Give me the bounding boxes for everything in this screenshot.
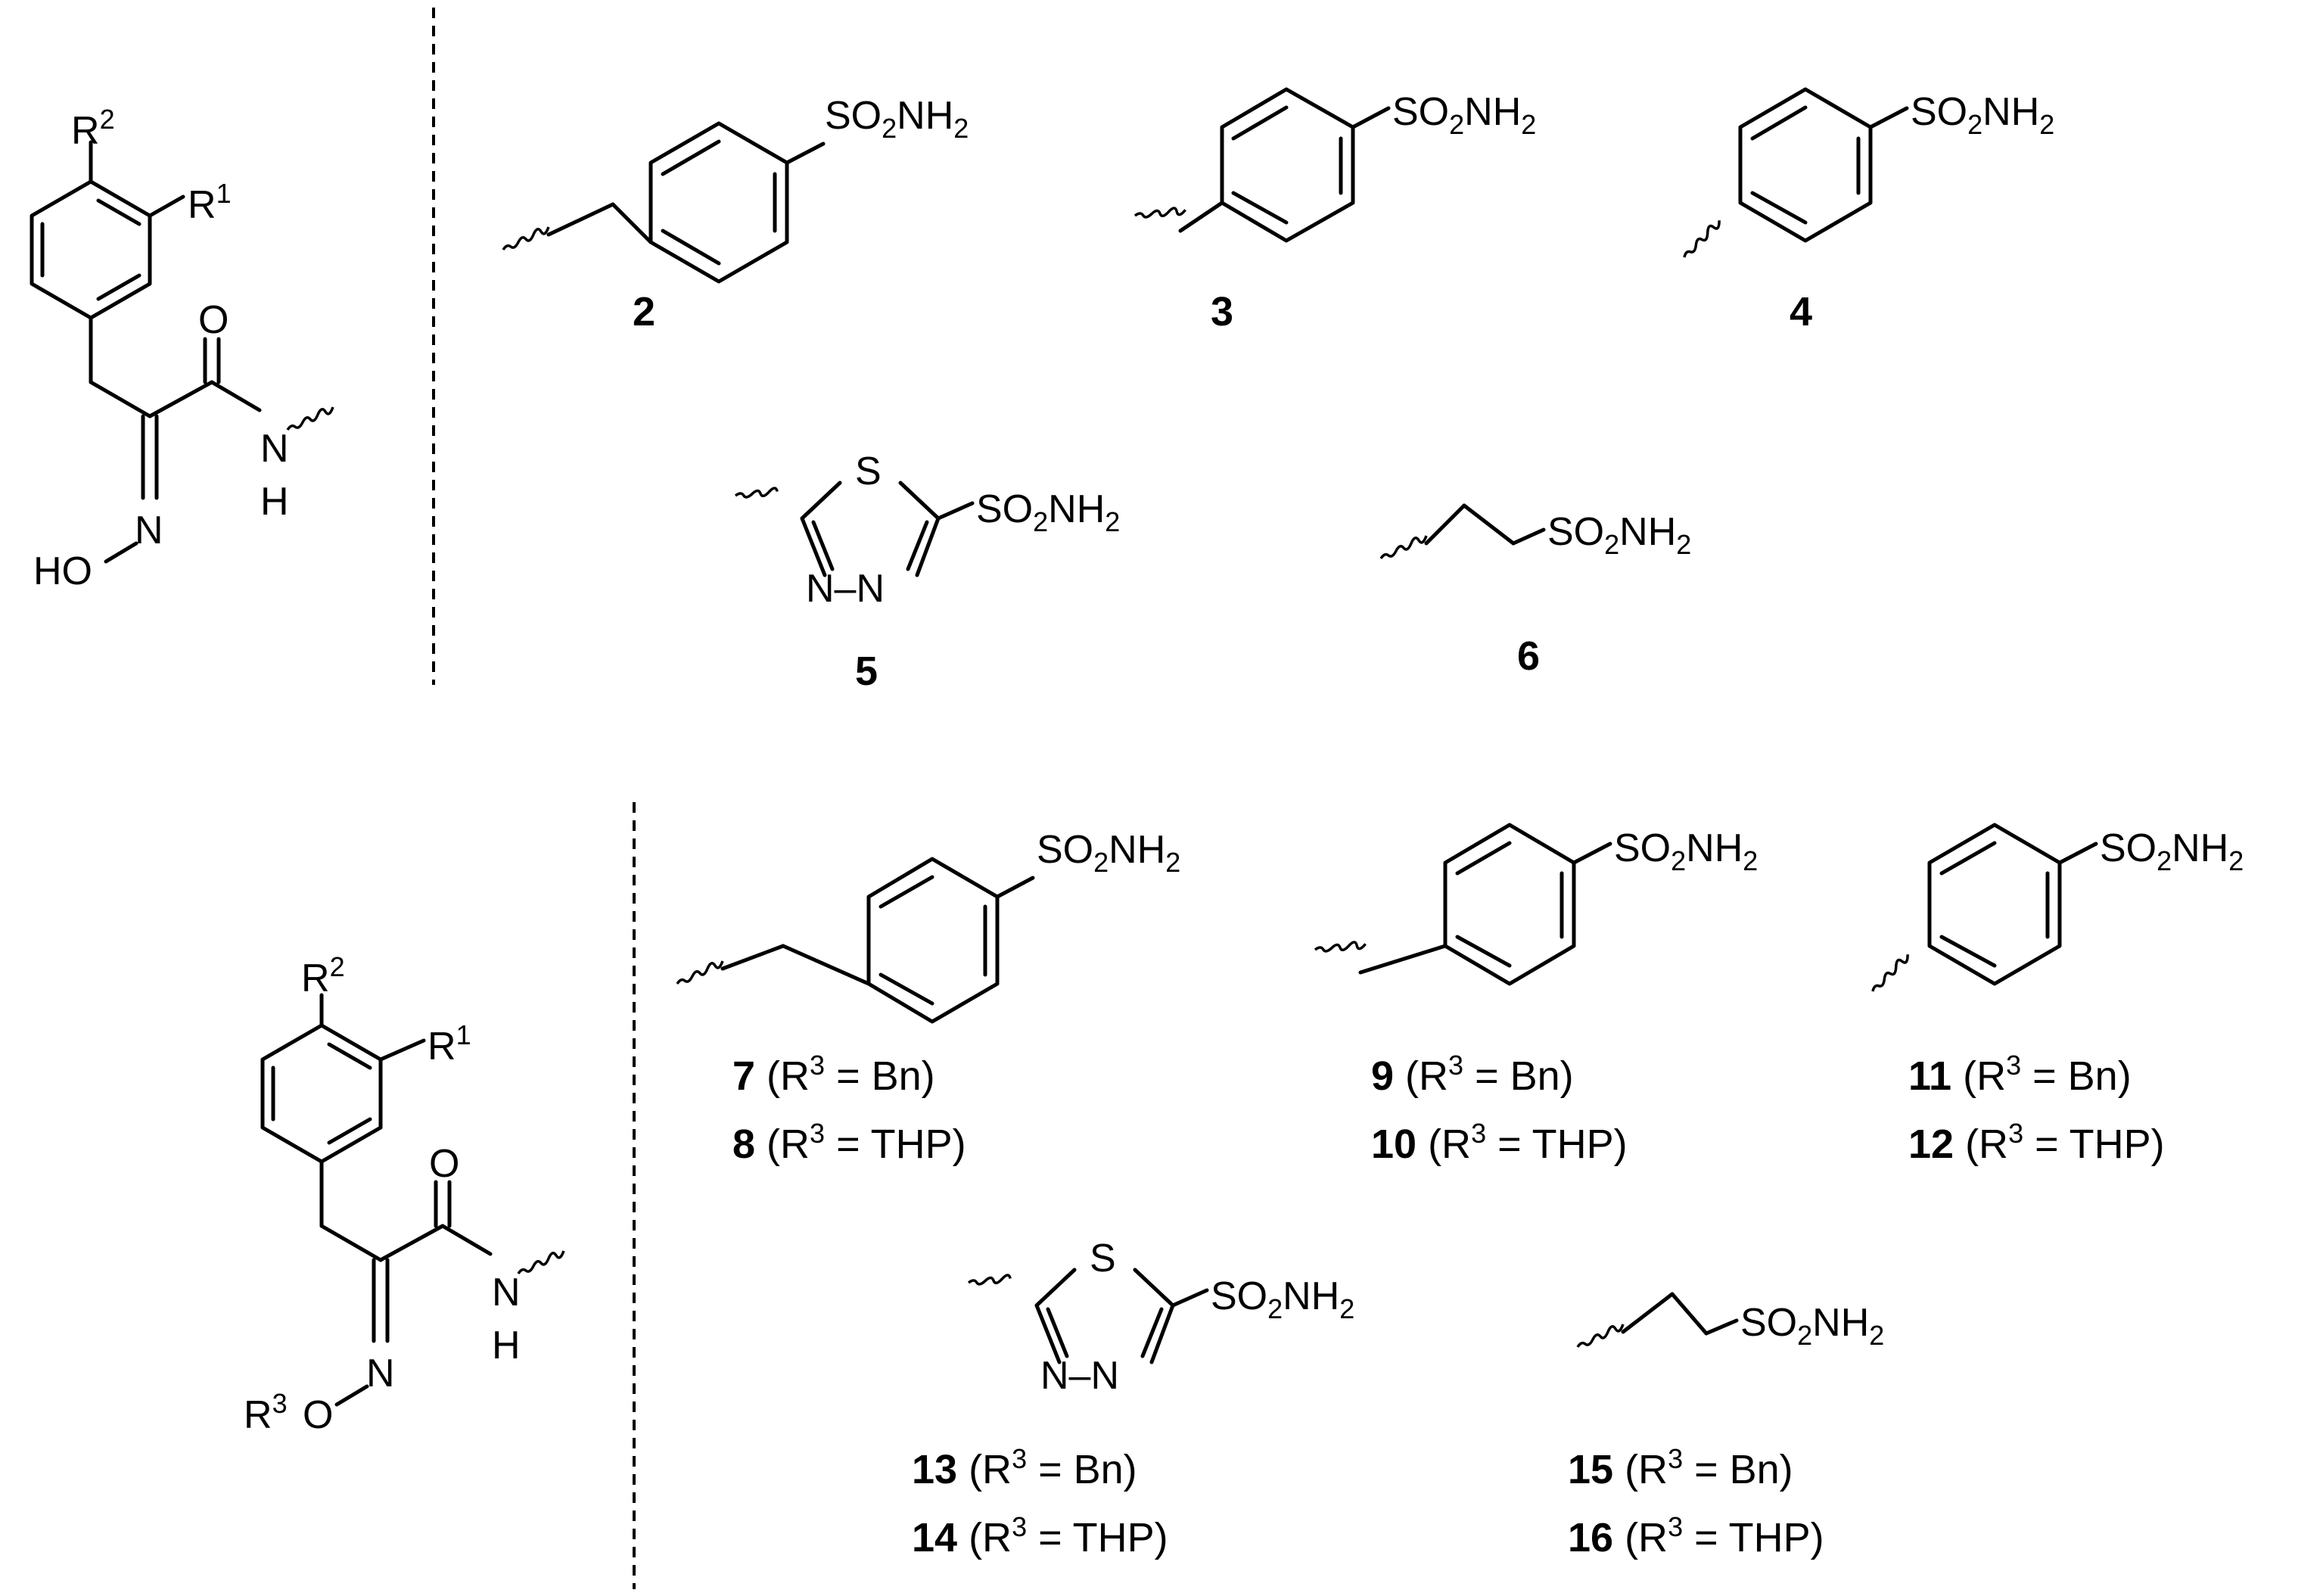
core-scaffold-oxime: R2 R1 O N H N HO [30, 104, 334, 593]
r1-bond [148, 194, 185, 218]
compound-label-16: 16 (R3 = THP) [1568, 1511, 1824, 1560]
wavy-attachment [502, 226, 550, 250]
r3-substituent: = THP) [1027, 1515, 1168, 1560]
amide-hydrogen: H [260, 480, 289, 524]
amide-hydrogen: H [492, 1324, 521, 1367]
wavy-attachment [1379, 535, 1428, 559]
compound-label-8: 8 (R3 = THP) [732, 1118, 966, 1167]
sulfonamide-label: SO2NH2 [1911, 90, 2054, 140]
substituent-13-14: S N–N SO2NH2 13 (R3 = Bn) 14 (R3 = THP) [912, 1237, 1354, 1560]
compound-number: 2 [633, 289, 655, 334]
oxime-nitrogen: N [366, 1352, 395, 1395]
compound-label-14: 14 (R3 = THP) [912, 1511, 1168, 1560]
wavy-attachment [1683, 220, 1721, 258]
oxime-oxygen: O [303, 1393, 333, 1437]
carbonyl-oxygen: O [198, 298, 229, 342]
carbonyl-oxygen: O [429, 1142, 459, 1186]
compound-label-10: 10 (R3 = THP) [1371, 1118, 1628, 1167]
thiadiazole-sulfur: S [855, 450, 882, 493]
amide-nitrogen: N [492, 1271, 521, 1314]
sulfonamide-label: SO2NH2 [976, 487, 1120, 537]
r3-substituent: = THP) [2023, 1122, 2165, 1167]
sulfonamide-label: SO2NH2 [1547, 510, 1691, 560]
sulfonamide-label: SO2NH2 [1614, 826, 1758, 876]
thiadiazole-sulfur: S [1090, 1237, 1116, 1280]
r3-substituent: = THP) [825, 1122, 966, 1167]
wavy-attachment [1133, 207, 1186, 219]
compound-number: 13 [912, 1447, 969, 1492]
r1-label: R1 [188, 178, 232, 227]
compound-number: 6 [1517, 633, 1540, 679]
wavy-attachment [1871, 954, 1909, 992]
r1-label: R1 [428, 1019, 471, 1069]
wavy-attachment [1576, 1324, 1625, 1348]
wavy-attachment [1314, 941, 1367, 953]
r3-substituent: = THP) [1486, 1122, 1628, 1167]
thiadiazole-nitrogens: N–N [806, 567, 885, 611]
r3-substituent: = Bn) [825, 1053, 935, 1099]
amide-attachment-wavy [286, 406, 334, 431]
ch2-bond [89, 380, 152, 418]
compound-label-12: 12 (R3 = THP) [1908, 1118, 2165, 1167]
r3-substituent: = Bn) [1683, 1447, 1793, 1492]
wavy-attachment [967, 1274, 1012, 1286]
core-scaffold-protected-oxime: R2 R1 O N H N R3 O [244, 951, 565, 1437]
benzene-ring [260, 1023, 383, 1164]
substituent-15-16: SO2NH2 15 (R3 = Bn) 16 (R3 = THP) [1568, 1292, 1884, 1560]
substituent-5: S N–N SO2NH2 5 [734, 450, 1120, 694]
r2-label: R2 [71, 104, 115, 153]
compound-label-13: 13 (R3 = Bn) [912, 1443, 1137, 1492]
r3-substituent: = Bn) [2021, 1053, 2132, 1099]
sulfonamide-label: SO2NH2 [825, 94, 969, 144]
substituent-11-12: SO2NH2 11 (R3 = Bn) 12 (R3 = THP) [1871, 823, 2244, 1167]
benzene-ring [30, 179, 152, 320]
n-o-bond [104, 541, 138, 564]
compound-number: 14 [912, 1515, 969, 1560]
compound-label-7: 7 (R3 = Bn) [732, 1050, 935, 1099]
r3-label: R3 [244, 1388, 288, 1437]
r3-substituent: = Bn) [1463, 1053, 1574, 1099]
wavy-attachment [734, 487, 779, 499]
compound-number: 11 [1908, 1053, 1963, 1099]
compound-number: 16 [1568, 1515, 1625, 1560]
compound-number: 4 [1790, 289, 1812, 334]
substituent-9-10: SO2NH2 9 (R3 = Bn) 10 (R3 = THP) [1314, 823, 1758, 1167]
compound-number: 9 [1371, 1053, 1405, 1099]
compound-number: 3 [1211, 289, 1233, 334]
r2-label: R2 [301, 951, 345, 1000]
amide-nitrogen: N [260, 427, 289, 471]
compound-number: 7 [732, 1053, 767, 1099]
sulfonamide-label: SO2NH2 [1211, 1274, 1354, 1324]
r3-substituent: = Bn) [1027, 1447, 1137, 1492]
compound-number: 12 [1908, 1122, 1965, 1167]
r3-substituent: = THP) [1683, 1515, 1824, 1560]
substituent-2: SO2NH2 2 [502, 94, 969, 334]
wavy-attachment [676, 960, 724, 985]
substituent-3: SO2NH2 3 [1133, 87, 1536, 334]
carbonyl-bond [148, 380, 214, 418]
sulfonamide-label: SO2NH2 [1037, 828, 1180, 878]
compound-number: 5 [855, 649, 878, 694]
compound-number: 15 [1568, 1447, 1625, 1492]
compound-number: 8 [732, 1122, 767, 1167]
compound-number: 10 [1371, 1122, 1428, 1167]
thiadiazole-nitrogens: N–N [1040, 1354, 1119, 1398]
sulfonamide-label: SO2NH2 [1392, 90, 1536, 140]
hydroxy-label: HO [33, 549, 92, 593]
substituent-4: SO2NH2 4 [1683, 87, 2054, 334]
amide-bond [210, 380, 262, 412]
substituent-7-8: SO2NH2 7 (R3 = Bn) 8 (R3 = THP) [676, 828, 1180, 1167]
sulfonamide-label: SO2NH2 [2100, 826, 2244, 876]
sulfonamide-label: SO2NH2 [1740, 1301, 1884, 1351]
compound-label-9: 9 (R3 = Bn) [1371, 1050, 1574, 1099]
compound-label-15: 15 (R3 = Bn) [1568, 1443, 1793, 1492]
substituent-6: SO2NH2 6 [1379, 503, 1691, 679]
compound-label-11: 11 (R3 = Bn) [1908, 1050, 2132, 1099]
amide-attachment-wavy [517, 1250, 565, 1274]
oxime-nitrogen: N [135, 509, 163, 552]
